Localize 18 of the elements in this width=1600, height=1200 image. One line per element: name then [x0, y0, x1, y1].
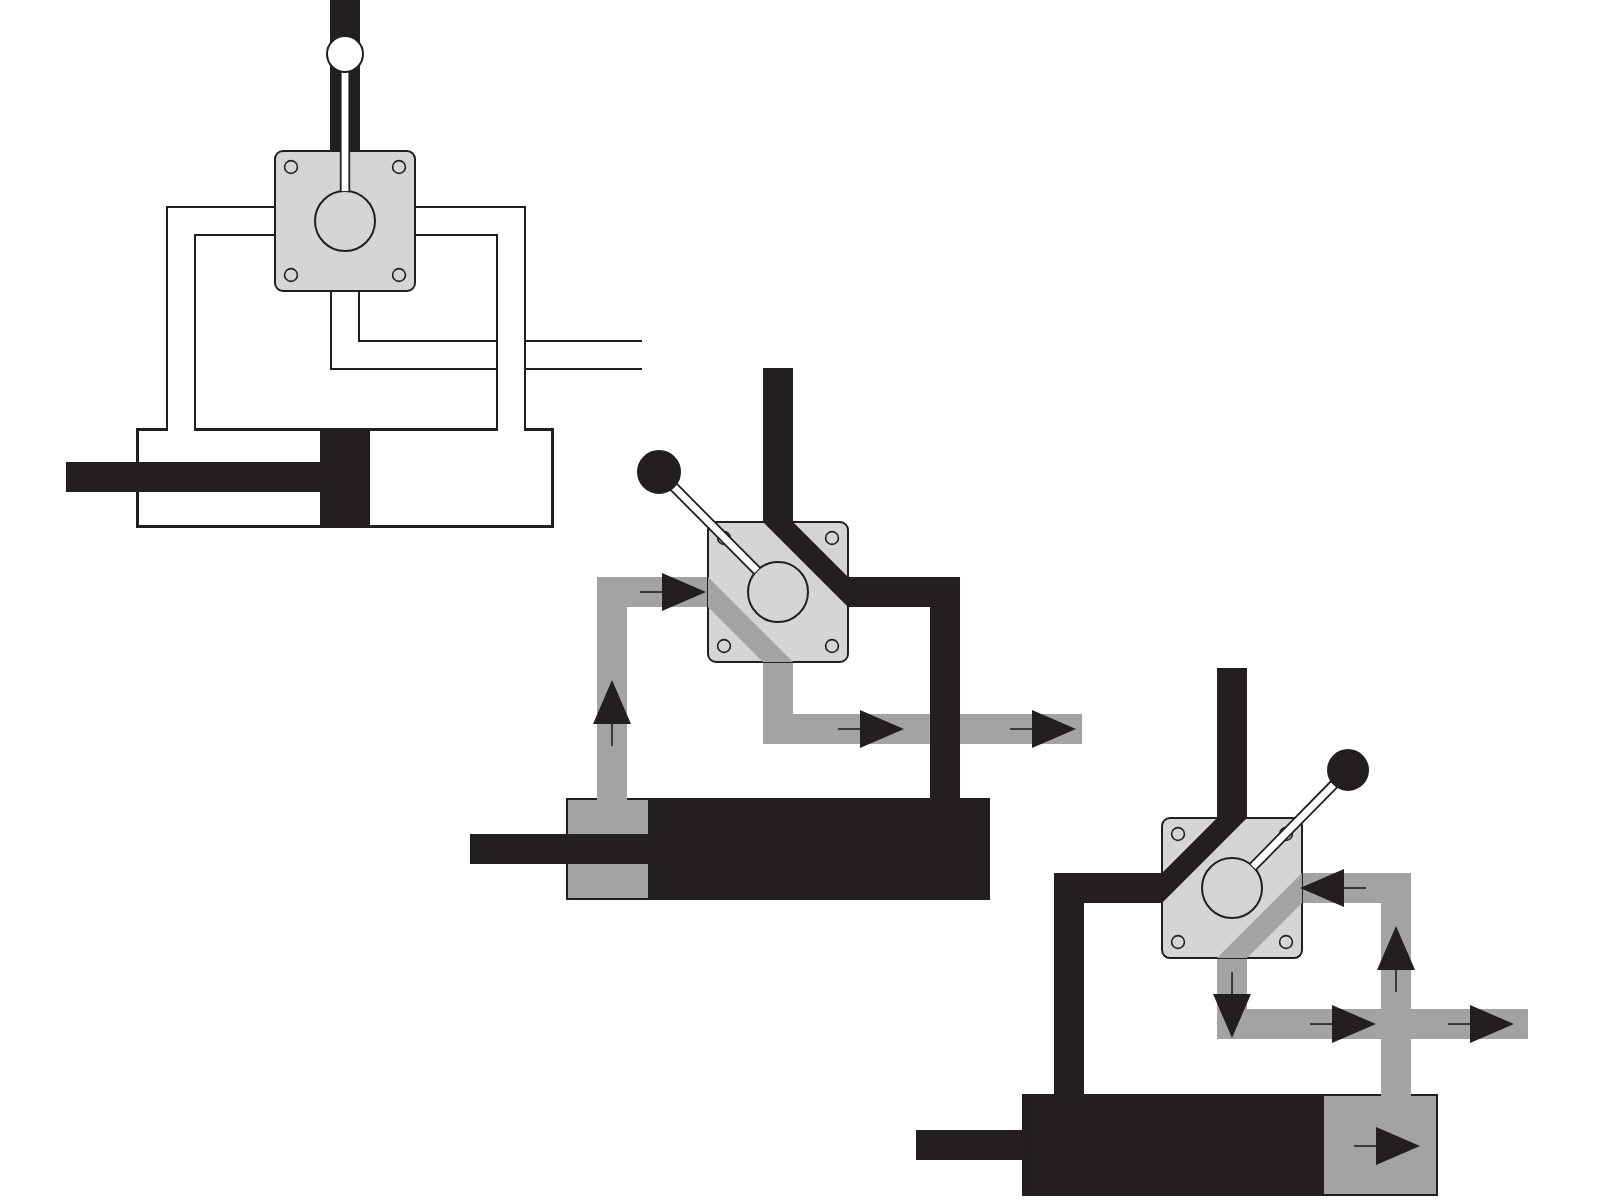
pipe [763, 663, 1082, 748]
cylinder [916, 1094, 1438, 1196]
pipe [1213, 959, 1528, 1043]
cylinder [66, 428, 554, 528]
pipe [763, 368, 793, 521]
pipe [330, 292, 642, 370]
pipe [166, 206, 274, 431]
pipe [849, 577, 960, 801]
pipe [1300, 869, 1415, 1097]
pipe [1217, 668, 1247, 817]
pipe [416, 206, 526, 431]
pipe [330, 0, 360, 150]
cylinder [470, 798, 990, 900]
valve-plate [1161, 817, 1303, 959]
pipe [593, 573, 707, 801]
valve-plate [274, 150, 416, 292]
pipe [1054, 873, 1161, 1097]
valve-plate [707, 521, 849, 663]
